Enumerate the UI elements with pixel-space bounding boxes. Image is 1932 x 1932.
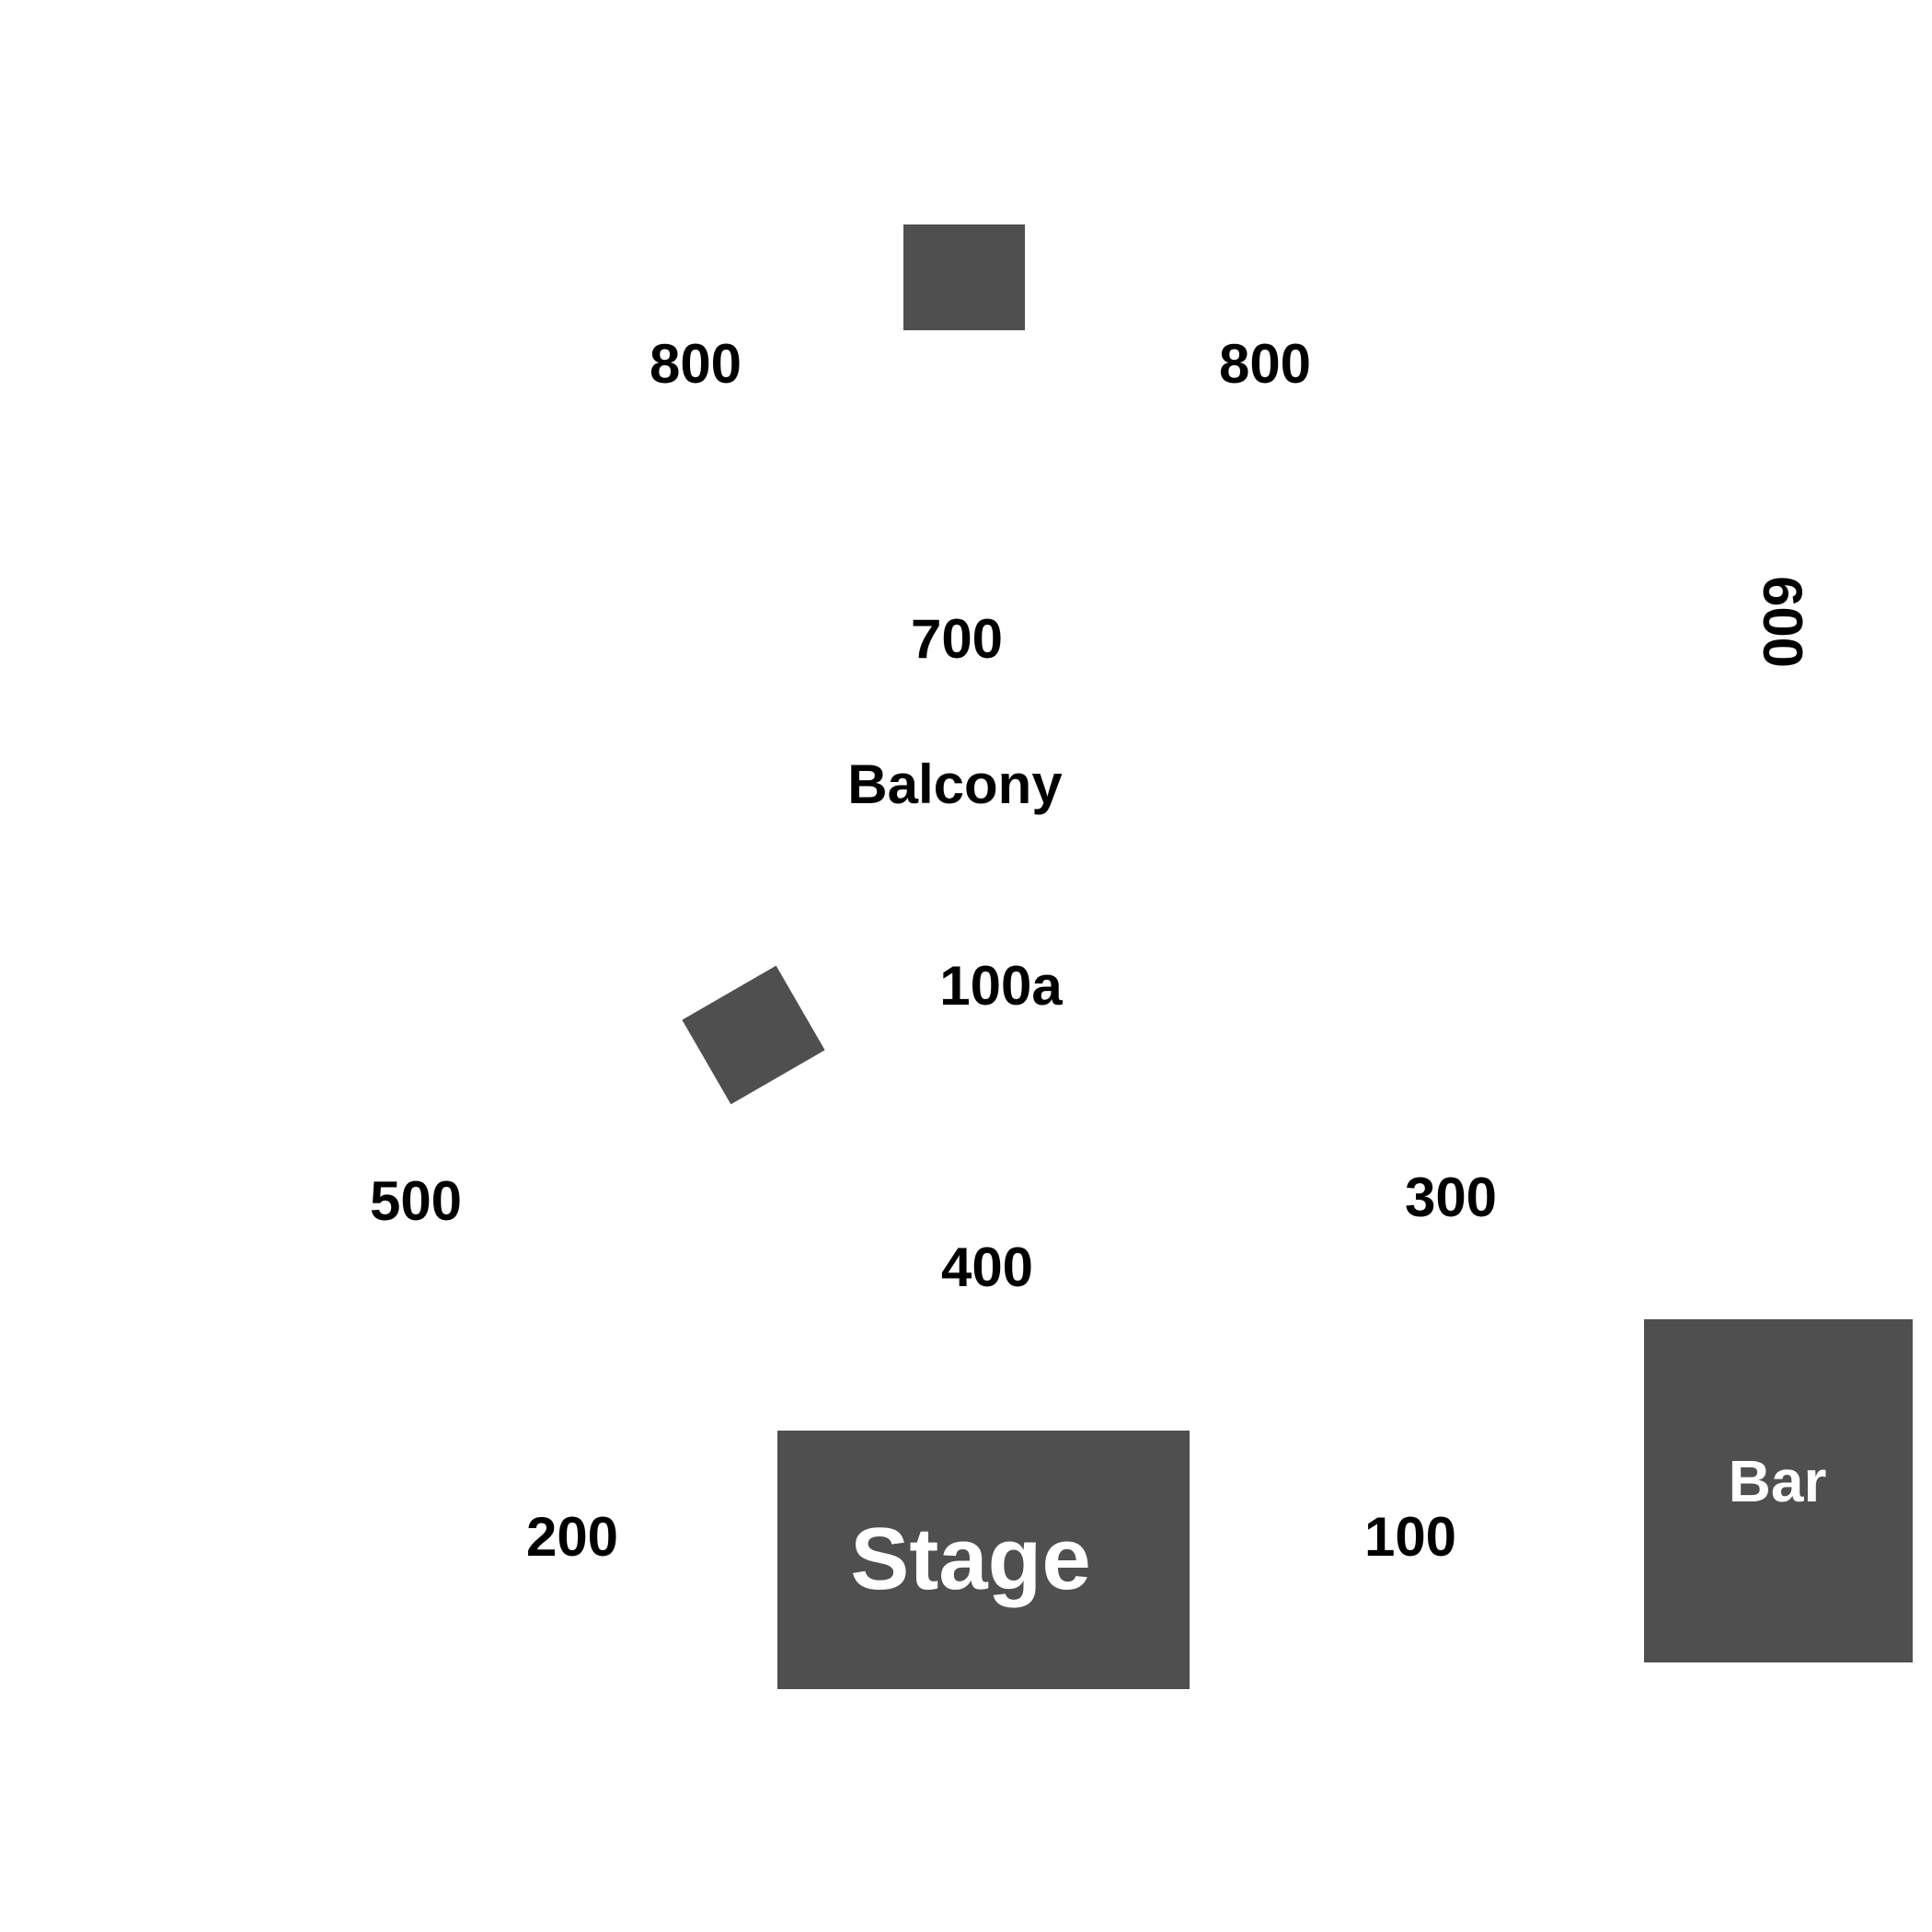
stage-label: Stage bbox=[850, 1510, 1091, 1608]
section-400[interactable]: 400 bbox=[940, 1236, 1034, 1298]
stage-area bbox=[777, 1431, 1190, 1689]
section-300[interactable]: 300 bbox=[1404, 1167, 1498, 1228]
top-block bbox=[903, 224, 1025, 330]
section-500[interactable]: 500 bbox=[369, 1170, 463, 1232]
section-200[interactable]: 200 bbox=[525, 1506, 619, 1568]
section-100[interactable]: 100 bbox=[1363, 1506, 1457, 1568]
section-600[interactable]: 600 bbox=[1752, 575, 1813, 669]
bar-area bbox=[1644, 1319, 1913, 1662]
section-800-left[interactable]: 800 bbox=[649, 333, 742, 395]
section-100a[interactable]: 100a bbox=[939, 955, 1063, 1017]
rotated-block bbox=[682, 965, 825, 1105]
section-700[interactable]: 700 bbox=[910, 608, 1004, 670]
section-balcony[interactable]: Balcony bbox=[847, 753, 1063, 815]
bar-label: Bar bbox=[1728, 1448, 1827, 1514]
section-800-right[interactable]: 800 bbox=[1218, 333, 1312, 395]
